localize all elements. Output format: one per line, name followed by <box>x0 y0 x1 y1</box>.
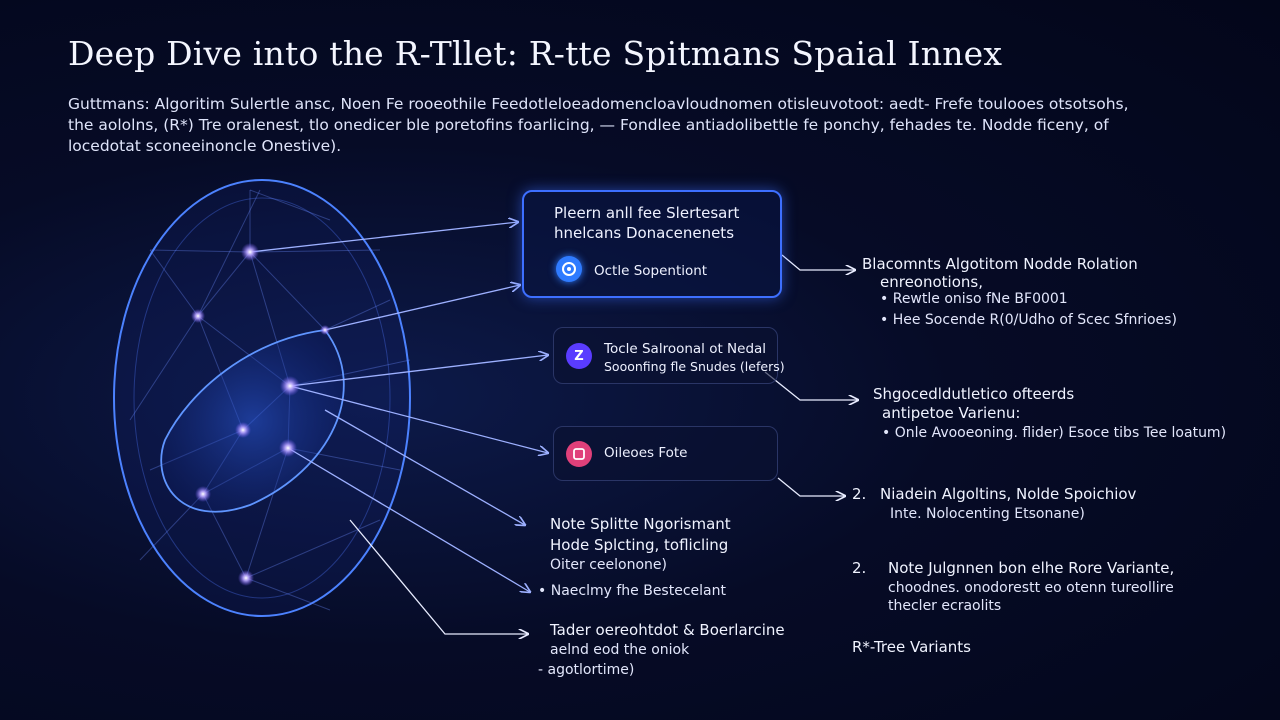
choose-leaf-box[interactable]: Oileoes Fote <box>553 426 778 481</box>
hourglass-icon: Z <box>566 343 592 369</box>
right-block3-num: 2. <box>852 485 867 503</box>
right-block4-line2: choodnes. onodorestt eo otenn tureollire <box>888 580 1174 596</box>
r-tree-variants-label: R*-Tree Variants <box>852 638 971 656</box>
split-heuristic-box[interactable]: Pleern anll fee Slertesart hnelcans Dona… <box>522 190 782 298</box>
connector-arrows <box>249 222 548 634</box>
outer-sphere-rim <box>133 197 391 599</box>
right-block1-title: Blacomnts Algotitom Nodde Rolation <box>862 255 1138 273</box>
box-main-line2: hnelcans Donacenenets <box>554 224 735 242</box>
intro-paragraph: Guttmans: Algoritim Sulertle ansc, Noen … <box>68 95 1129 155</box>
mid-block2-line2: aelnd eod the oniok <box>550 642 690 658</box>
right-block2-sub: antipetoe Varienu: <box>882 404 1021 422</box>
mid-block1-line2: Hode Splcting, toflicling <box>550 536 729 554</box>
right-block3-title: Niadein Algoltins, Nolde Spoichiov <box>880 485 1137 503</box>
page-title: Deep Dive into the R-Tllet: R-tte Spitma… <box>68 34 1003 73</box>
box-main-line1: Pleern anll fee Slertesart <box>554 204 740 222</box>
list-item: • Naeclmy fhe Bestecelant <box>538 583 726 599</box>
mid-block1-line1: Note Splitte Ngorismant <box>550 515 731 533</box>
box-choose-label: Oileoes Fote <box>604 445 688 461</box>
right-block1-sub: enreonotions, <box>880 273 983 291</box>
right-block4-title: Note Julgnnen bon elhe Rore Variante, <box>888 559 1175 577</box>
mid-block1-line3: Oiter ceelonone) <box>550 557 667 573</box>
sphere-nodes <box>191 243 330 586</box>
mid-block2-line1: Tader oereohtdot & Boerlarcine <box>550 621 785 639</box>
inner-lens <box>160 329 345 513</box>
box-node-line2: Sooonfing fle Snudes (lefers) <box>604 359 785 374</box>
right-block2-title: Shgocedldutletico ofteerds <box>873 385 1075 403</box>
list-item: • Hee Socende R(0/Udho of Scec Sfnrioes) <box>880 312 1177 328</box>
list-item: • Onle Avooeoning. flider) Esoce tibs Te… <box>882 425 1227 441</box>
right-connectors <box>764 254 858 496</box>
list-item: • Rewtle oniso fNe BF0001 <box>880 291 1068 307</box>
document-icon <box>566 441 592 467</box>
box-main-icon-label: Octle Sopentiont <box>594 263 708 279</box>
right-block3-sub: Inte. Nolocenting Etsonane) <box>890 506 1085 522</box>
box-node-line1: Tocle Salroonal ot Nedal <box>604 341 767 357</box>
target-icon <box>556 256 582 282</box>
list-item: - agotlortime) <box>538 662 635 678</box>
right-block4-num: 2. <box>852 559 867 577</box>
right-block4-line3: thecler ecraolits <box>888 598 1002 614</box>
node-selection-box[interactable]: Z Tocle Salroonal ot Nedal Sooonfing fle… <box>553 327 785 384</box>
